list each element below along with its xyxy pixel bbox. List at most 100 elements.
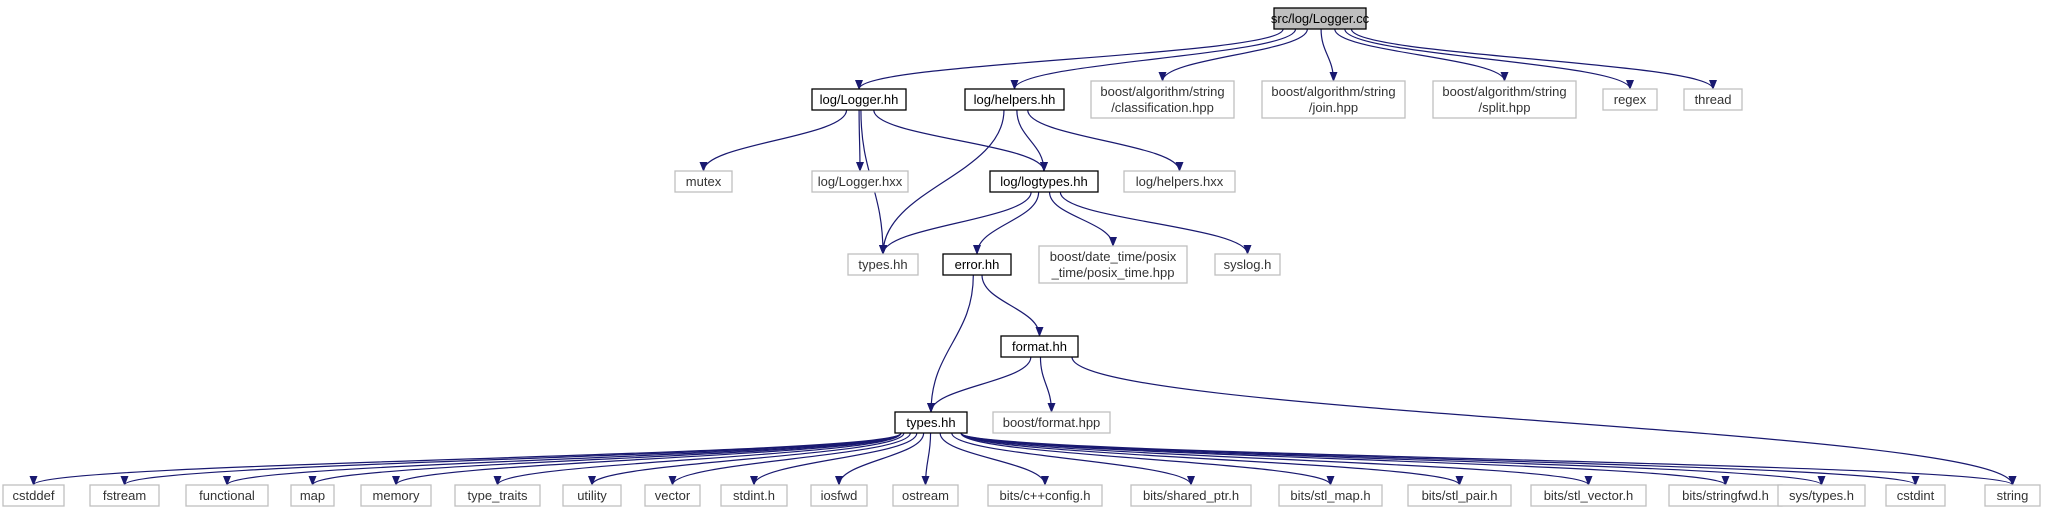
node-label: boost/date_time/posix <box>1050 249 1177 264</box>
node-box <box>1432 80 1577 119</box>
node-box <box>1090 80 1235 119</box>
node-label: string <box>1997 488 2029 503</box>
node-box <box>674 170 733 193</box>
node-functional: functional <box>185 484 269 507</box>
edge-error_hh-to-format_hh <box>981 274 1044 337</box>
edge-root-to-thread <box>1350 28 1717 90</box>
node-string: string <box>1984 484 2041 507</box>
edge-format_hh-to-boost_format <box>1039 356 1056 413</box>
node-label: stdint.h <box>733 488 775 503</box>
node-box <box>989 170 1099 193</box>
edge-types_hh-to-stl_pair <box>960 432 1464 486</box>
node-label: log/Logger.hh <box>820 92 899 107</box>
node-label: bits/shared_ptr.h <box>1143 488 1239 503</box>
node-box <box>1683 88 1743 111</box>
node-label: boost/algorithm/string <box>1271 84 1395 99</box>
node-stl-map: bits/stl_map.h <box>1278 484 1383 507</box>
node-box <box>1123 170 1236 193</box>
node-label: log/Logger.hxx <box>818 174 903 189</box>
node-thread: thread <box>1683 88 1743 111</box>
node-memory: memory <box>360 484 432 507</box>
node-box <box>644 484 701 507</box>
node-label: bits/stl_pair.h <box>1422 488 1498 503</box>
edge-types_hh-to-memory <box>392 432 902 486</box>
node-box <box>1000 335 1079 358</box>
node-root[interactable]: src/log/Logger.cc <box>1271 7 1370 30</box>
node-syslog: syslog.h <box>1214 253 1281 276</box>
node-label: sys/types.h <box>1789 488 1854 503</box>
node-label: src/log/Logger.cc <box>1271 11 1370 26</box>
node-label: regex <box>1614 92 1647 107</box>
node-label: utility <box>577 488 607 503</box>
edge-types_hh-to-fstream <box>120 432 902 486</box>
edge-types_hh-to-type_traits <box>493 432 902 486</box>
node-mutex: mutex <box>674 170 733 193</box>
edge-types_hh-to-map <box>308 432 902 486</box>
node-stdint-h: stdint.h <box>720 484 788 507</box>
node-regex: regex <box>1602 88 1658 111</box>
edge-types_hh-to-stdint_h <box>750 432 918 486</box>
edge-helpers_hh-to-logtypes_hh <box>1016 109 1048 172</box>
edge-types_hh-to-utility <box>588 432 905 486</box>
node-label: types.hh <box>906 415 955 430</box>
node-join: boost/algorithm/string/join.hpp <box>1261 80 1406 119</box>
edge-helpers_hh-to-helpers_hxx <box>1027 109 1184 172</box>
node-label: mutex <box>686 174 722 189</box>
node-box <box>360 484 432 507</box>
node-box <box>1273 7 1367 30</box>
node-format-hh[interactable]: format.hh <box>1000 335 1079 358</box>
node-types-hh-ext: types.hh <box>847 253 919 276</box>
edge-types_hh-to-stl_vector <box>960 432 1593 486</box>
node-box <box>964 88 1065 111</box>
node-label: format.hh <box>1012 339 1067 354</box>
node-box <box>562 484 622 507</box>
node-stringfwd: bits/stringfwd.h <box>1668 484 1783 507</box>
node-helpers-hh[interactable]: log/helpers.hh <box>964 88 1065 111</box>
edge-root-to-join <box>1320 28 1338 82</box>
edge-layer <box>29 28 2017 486</box>
node-boost-format: boost/format.hpp <box>992 411 1111 434</box>
node-classification: boost/algorithm/string/classification.hp… <box>1090 80 1235 119</box>
node-box <box>810 484 868 507</box>
node-label: /split.hpp <box>1478 100 1530 115</box>
node-box <box>720 484 788 507</box>
node-label: ostream <box>902 488 949 503</box>
node-box <box>942 253 1012 276</box>
node-box <box>1777 484 1866 507</box>
edge-types_hh-to-stringfwd <box>960 432 1730 486</box>
node-box <box>1984 484 2041 507</box>
node-shared-ptr: bits/shared_ptr.h <box>1130 484 1252 507</box>
node-box <box>2 484 65 507</box>
node-label: map <box>300 488 325 503</box>
node-ostream: ostream <box>892 484 959 507</box>
edge-logger_hh-to-logtypes_hh <box>873 109 1048 172</box>
node-posix-time: boost/date_time/posix_time/posix_time.hp… <box>1038 245 1188 284</box>
node-box <box>1530 484 1647 507</box>
node-error-hh[interactable]: error.hh <box>942 253 1012 276</box>
node-vector: vector <box>644 484 701 507</box>
node-label: vector <box>655 488 691 503</box>
node-logger-hh[interactable]: log/Logger.hh <box>811 88 907 111</box>
node-box <box>894 411 968 434</box>
node-box <box>89 484 160 507</box>
node-label: bits/c++config.h <box>999 488 1090 503</box>
edge-types_hh-to-vector <box>668 432 911 486</box>
node-logtypes-hh[interactable]: log/logtypes.hh <box>989 170 1099 193</box>
node-box <box>1407 484 1512 507</box>
node-fstream: fstream <box>89 484 160 507</box>
node-label: bits/stringfwd.h <box>1682 488 1769 503</box>
node-stl-pair: bits/stl_pair.h <box>1407 484 1512 507</box>
edge-logtypes_hh-to-types_hh_ext <box>879 191 1032 255</box>
node-box <box>811 88 907 111</box>
node-label: cstddef <box>13 488 55 503</box>
edge-root-to-regex <box>1344 28 1634 90</box>
edge-types_hh-to-cxxconfig <box>939 432 1049 486</box>
edge-root-to-logger_hh <box>855 28 1284 90</box>
node-types-hh[interactable]: types.hh <box>894 411 968 434</box>
node-helpers-hxx: log/helpers.hxx <box>1123 170 1236 193</box>
edge-types_hh-to-functional <box>223 432 902 486</box>
node-cxxconfig: bits/c++config.h <box>987 484 1103 507</box>
node-label: boost/algorithm/string <box>1442 84 1566 99</box>
edge-types_hh-to-cstddef <box>29 432 902 486</box>
